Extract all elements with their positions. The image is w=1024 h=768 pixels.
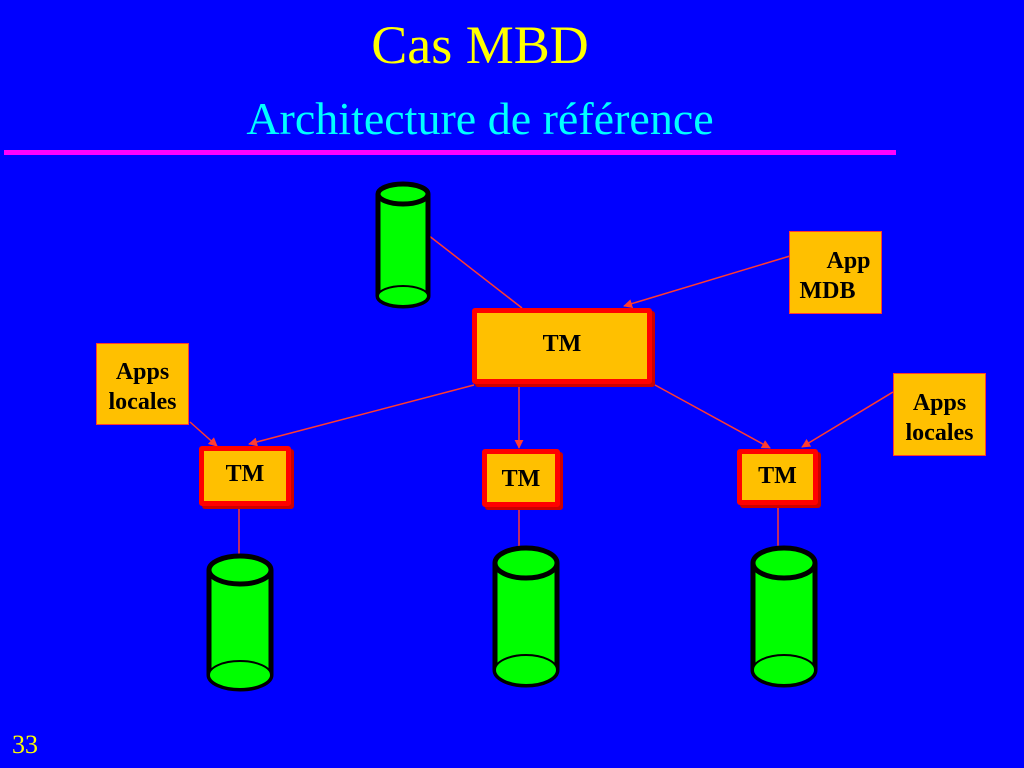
slide-subtitle: Architecture de référence <box>246 93 714 144</box>
global-tm-label: TM <box>542 331 582 357</box>
database-icon <box>492 545 560 688</box>
slide-title: Cas MBD <box>371 15 589 75</box>
title-divider <box>4 150 896 155</box>
arrow-app-mdb-to-global-tm <box>623 255 791 308</box>
app-mdb-box: App MDB <box>789 231 882 314</box>
apps-locales-right-box: Apps locales <box>893 373 986 456</box>
page-number: 33 <box>12 730 38 759</box>
apps-locales-left-line1: Apps <box>115 359 170 385</box>
database-icon <box>750 545 818 688</box>
local-transaction-manager-center: TM <box>482 449 560 507</box>
arrow-apps-left-to-left-tm <box>189 421 218 447</box>
global-transaction-manager: TM <box>472 308 652 384</box>
app-mdb-line2: MDB <box>799 277 856 304</box>
local-transaction-manager-right: TM <box>737 449 818 505</box>
database-icon <box>375 181 431 309</box>
connector-top-db-to-global-tm <box>427 234 523 309</box>
database-icon <box>206 553 274 692</box>
arrow-global-tm-to-left-tm <box>248 384 475 447</box>
apps-locales-left-line2: locales <box>108 389 177 415</box>
app-mdb-line1: App <box>826 247 871 274</box>
apps-locales-right-line1: Apps <box>912 389 967 416</box>
arrow-global-tm-to-right-tm <box>654 384 771 449</box>
apps-locales-left-box: Apps locales <box>96 343 189 425</box>
arrow-apps-right-to-right-tm <box>801 391 894 448</box>
local-tm-right-label: TM <box>758 463 797 489</box>
local-transaction-manager-left: TM <box>199 446 291 506</box>
apps-locales-right-line2: locales <box>905 419 974 446</box>
local-tm-center-label: TM <box>501 466 541 492</box>
local-tm-left-label: TM <box>225 461 265 487</box>
